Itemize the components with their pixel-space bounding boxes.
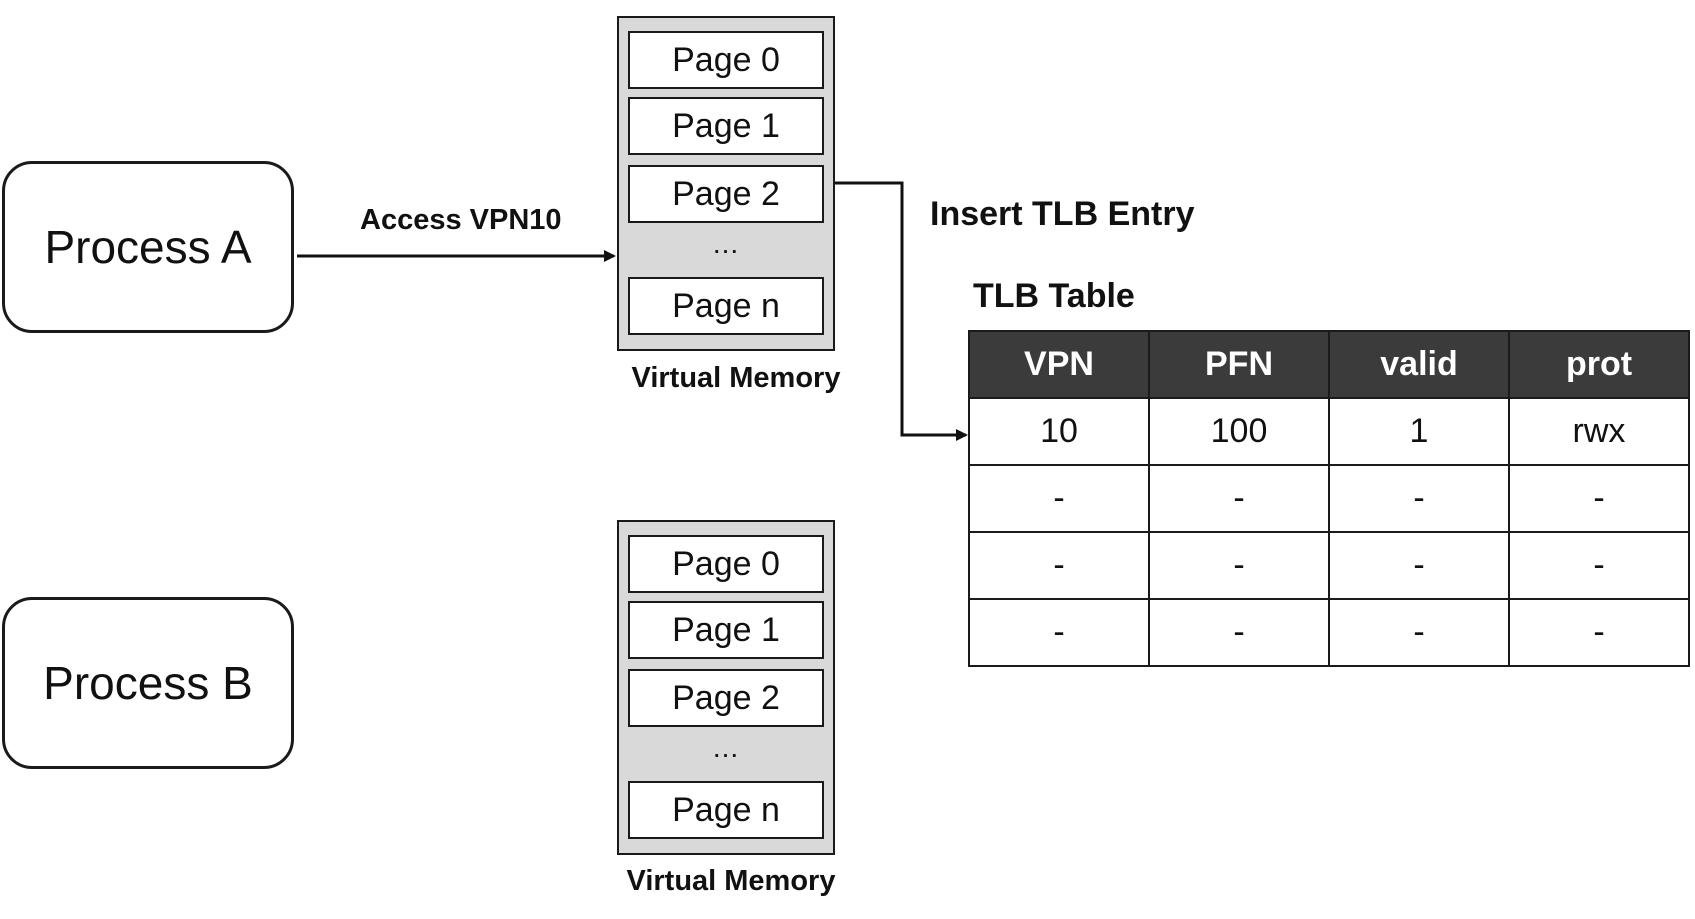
process-b-label: Process B [43,657,253,709]
tlb-header-pfn: PFN [1148,330,1330,399]
vmem-b-page-2: Page 2 [628,669,824,727]
tlb-header-prot: prot [1508,330,1690,399]
virtual-memory-a: Page 0 Page 1 Page 2 ... Page n [617,16,835,351]
tlb-cell: - [968,464,1150,533]
vmem-a-page-1: Page 1 [628,97,824,155]
vmem-b-page-1: Page 1 [628,601,824,659]
tlb-cell: - [968,598,1150,667]
tlb-cell: - [1508,531,1690,600]
access-vpn-label: Access VPN10 [360,204,562,236]
tlb-cell: 1 [1328,397,1510,466]
tlb-cell: - [1148,598,1330,667]
virtual-memory-b: Page 0 Page 1 Page 2 ... Page n [617,520,835,855]
process-a-label: Process A [44,221,252,273]
tlb-cell: - [968,531,1150,600]
tlb-row: 10 100 1 rwx [968,397,1690,466]
tlb-header-vpn: VPN [968,330,1150,399]
tlb-table: VPN PFN valid prot 10 100 1 rwx - - - - … [968,330,1690,667]
vmem-a-page-0: Page 0 [628,31,824,89]
insert-entry-arrow [835,181,968,441]
process-b-box: Process B [2,597,294,769]
tlb-row: - - - - [968,598,1690,667]
tlb-cell: - [1328,531,1510,600]
tlb-cell: - [1148,531,1330,600]
process-a-box: Process A [2,161,294,333]
tlb-table-title: TLB Table [973,277,1135,315]
vmem-b-ellipsis: ... [712,732,740,763]
vmem-a-page-2: Page 2 [628,165,824,223]
vmem-a-caption: Virtual Memory [631,362,841,394]
tlb-header-valid: valid [1328,330,1510,399]
tlb-row: - - - - [968,464,1690,533]
tlb-cell: 100 [1148,397,1330,466]
vmem-a-ellipsis: ... [712,228,740,259]
tlb-header-row: VPN PFN valid prot [968,330,1690,399]
tlb-cell: - [1328,464,1510,533]
tlb-row: - - - - [968,531,1690,600]
tlb-cell: 10 [968,397,1150,466]
insert-tlb-entry-label: Insert TLB Entry [930,195,1195,233]
vmem-a-page-n: Page n [628,277,824,335]
vmem-b-page-0: Page 0 [628,535,824,593]
tlb-cell: - [1508,598,1690,667]
tlb-cell: - [1328,598,1510,667]
vmem-b-page-n: Page n [628,781,824,839]
vmem-b-caption: Virtual Memory [626,865,836,897]
tlb-cell: - [1508,464,1690,533]
tlb-cell: - [1148,464,1330,533]
tlb-cell: rwx [1508,397,1690,466]
